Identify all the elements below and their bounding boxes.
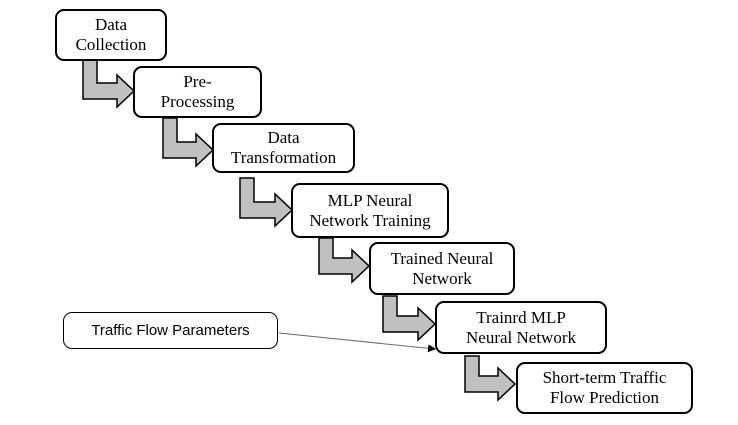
step-prediction: Short-term Traffic Flow Prediction [516, 362, 693, 414]
step-arrow-4 [318, 237, 371, 284]
step-arrow-5 [382, 295, 437, 342]
input-traffic-flow-parameters: Traffic Flow Parameters [63, 312, 278, 349]
step-pre-processing: Pre- Processing [133, 66, 262, 118]
input-connector [278, 332, 436, 353]
step-data-collection: Data Collection [55, 9, 167, 61]
step-data-transformation: Data Transformation [212, 123, 355, 173]
step-arrow-1 [82, 58, 136, 109]
step-arrow-3 [239, 177, 294, 228]
step-mlp-training: MLP Neural Network Training [291, 183, 449, 238]
step-trained-network: Trained Neural Network [369, 242, 515, 295]
step-arrow-2 [162, 117, 215, 168]
step-arrow-6 [464, 355, 517, 402]
step-trainrd-mlp: Trainrd MLP Neural Network [435, 301, 607, 354]
